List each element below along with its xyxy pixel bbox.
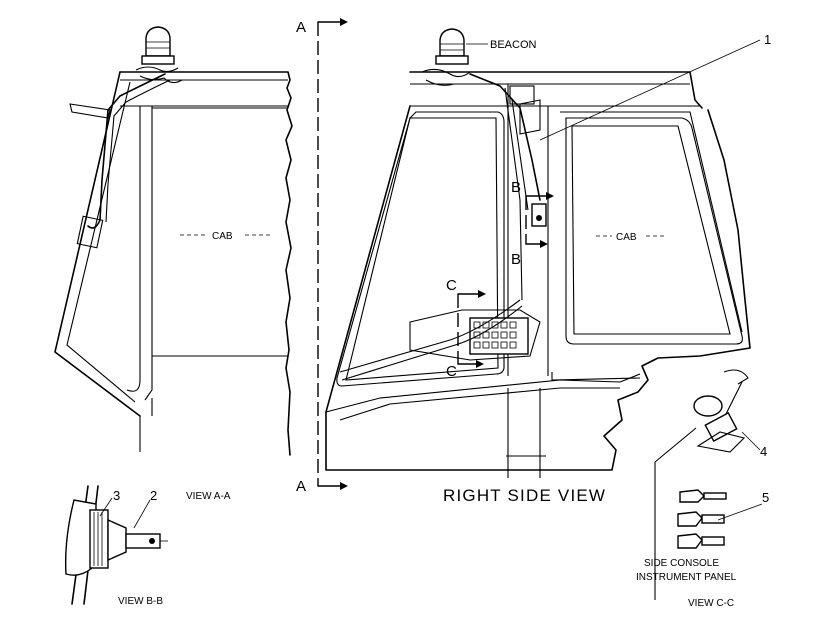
beacon-label: BEACON xyxy=(490,39,537,51)
section-mark-b-bottom: B xyxy=(511,251,521,268)
beacon-lamp-left xyxy=(135,26,183,84)
cab-label-right: CAB xyxy=(616,232,637,243)
view-aa-title: VIEW A-A xyxy=(186,491,231,502)
view-aa-drawing xyxy=(54,26,293,456)
view-bb-title: VIEW B-B xyxy=(118,596,163,607)
section-line-bb xyxy=(525,192,554,248)
section-mark-a-top: A xyxy=(296,19,306,36)
push-button-2 xyxy=(677,511,725,527)
callout-3: 3 xyxy=(113,488,120,503)
cab-outline-right xyxy=(325,105,751,471)
instrument-panel-label: INSTRUMENT PANEL xyxy=(636,572,737,583)
callout-1-leader xyxy=(539,39,761,141)
section-mark-b-top: B xyxy=(511,179,521,196)
view-cc-drawing xyxy=(654,369,763,600)
view-bb-drawing xyxy=(65,485,168,605)
wire-harness-left xyxy=(87,73,166,229)
section-mark-a-bottom: A xyxy=(296,478,306,495)
cab-label-left: CAB xyxy=(212,231,233,242)
callout-5: 5 xyxy=(762,490,769,505)
side-console-label: SIDE CONSOLE xyxy=(644,558,719,569)
section-line-aa xyxy=(317,18,348,490)
callout-1: 1 xyxy=(764,32,771,47)
instrument-panel-switches xyxy=(473,321,517,349)
section-mark-c-bottom: C xyxy=(446,363,457,380)
right-side-view-drawing xyxy=(325,28,761,478)
push-button-1 xyxy=(679,489,727,503)
section-mark-c-top: C xyxy=(446,277,457,294)
cab-outline-left xyxy=(119,71,293,456)
beacon-lamp-right xyxy=(421,28,488,86)
section-line-cc xyxy=(457,290,486,368)
callout-2: 2 xyxy=(150,488,157,503)
callout-4: 4 xyxy=(760,444,767,459)
view-cc-title: VIEW C-C xyxy=(688,598,734,609)
right-side-view-title: RIGHT SIDE VIEW xyxy=(443,486,606,505)
push-button-3 xyxy=(677,533,725,549)
wire-harness-right xyxy=(469,73,541,201)
